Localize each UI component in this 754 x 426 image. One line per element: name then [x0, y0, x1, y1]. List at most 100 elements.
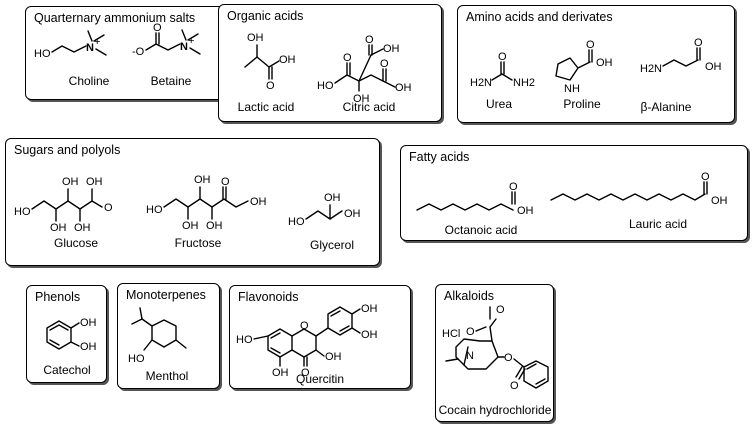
svg-text:O: O	[701, 171, 710, 183]
svg-text:HO: HO	[146, 204, 163, 216]
svg-text:O: O	[586, 39, 595, 51]
panel-title: Alkaloids	[444, 289, 495, 303]
svg-text:OH: OH	[361, 329, 378, 341]
svg-text:OH: OH	[74, 222, 91, 234]
svg-text:HO: HO	[288, 216, 305, 228]
svg-text:O: O	[266, 80, 275, 92]
svg-text:HO: HO	[14, 206, 31, 218]
svg-text:OH: OH	[62, 176, 79, 188]
structure-cocaine-hydrochloride: HCl O O N O O	[442, 304, 549, 392]
compound-name-betaine: Betaine	[150, 74, 192, 88]
svg-text:O: O	[380, 58, 389, 70]
svg-text:OH: OH	[50, 222, 67, 234]
svg-text:O: O	[466, 326, 475, 338]
svg-text:O: O	[301, 367, 310, 379]
structure-menthol: HO	[128, 307, 187, 365]
svg-text:O: O	[510, 380, 519, 392]
compound-name-choline: Choline	[68, 74, 110, 88]
svg-text:HO: HO	[128, 353, 145, 365]
compound-name-quercitin: Quercitin	[295, 372, 345, 386]
panel-monoterpenes: Monoterpenes Menthol HO	[117, 283, 220, 389]
structure-sugars: HO O OH OH OH OH HO OH OH OH OH O HO OH …	[14, 174, 361, 234]
compound-name-beta-alanine: β-Alanine	[640, 100, 692, 114]
compound-name-lauric-acid: Lauric acid	[628, 217, 688, 231]
svg-text:OH: OH	[324, 192, 341, 204]
svg-text:OH: OH	[247, 32, 264, 44]
compound-name-citric-acid: Citric acid	[342, 100, 396, 114]
svg-text:OH: OH	[596, 57, 613, 69]
panel-title: Flavonoids	[238, 290, 299, 304]
svg-text:OH: OH	[86, 176, 103, 188]
panel-organic-acids: Organic acids Lactic acid Citric acid OH…	[218, 4, 442, 122]
svg-text:N: N	[180, 41, 188, 53]
compound-name-proline: Proline	[563, 97, 601, 111]
compound-name-catechol: Catechol	[43, 363, 91, 377]
svg-text:O: O	[221, 176, 230, 188]
svg-text:NH2: NH2	[513, 77, 535, 89]
panel-flavonoids: Flavonoids Quercitin O O OH OH OH HO OH	[229, 285, 411, 389]
svg-text:HO: HO	[236, 334, 253, 346]
svg-text:O: O	[300, 320, 309, 332]
svg-text:N: N	[466, 350, 474, 362]
svg-text:O: O	[153, 22, 162, 34]
svg-text:O: O	[498, 51, 507, 63]
svg-text:+: +	[188, 35, 194, 47]
panel-title: Sugars and polyols	[14, 143, 121, 157]
svg-text:H2N: H2N	[640, 63, 662, 75]
svg-text:OH: OH	[705, 61, 722, 73]
structure-amino-acids: H2N O NH2 NH O OH H2N O OH	[470, 37, 722, 95]
compound-name-menthol: Menthol	[145, 369, 189, 383]
svg-text:OH: OH	[194, 174, 211, 186]
panel-amino-acids: Amino acids and derivates Urea Proline β…	[457, 5, 735, 123]
panel-title: Monoterpenes	[126, 288, 206, 302]
svg-text:OH: OH	[250, 196, 267, 208]
panel-title: Organic acids	[227, 9, 304, 23]
svg-text:-O: -O	[132, 46, 145, 58]
structure-choline-betaine: HO N + -O O N +	[34, 22, 201, 60]
compound-name-urea: Urea	[485, 97, 513, 111]
svg-text:O: O	[504, 352, 513, 364]
svg-text:+: +	[94, 36, 100, 48]
structure-lactic-citric-acid: OH O OH HO O O OH OH O OH	[244, 32, 412, 105]
svg-text:N: N	[86, 42, 94, 54]
panel-phenols: Phenols Catechol OH OH	[26, 285, 107, 383]
compound-name-octanoic-acid: Octanoic acid	[444, 223, 518, 237]
structure-catechol: OH OH	[46, 317, 97, 353]
svg-text:OH: OH	[325, 351, 342, 363]
panel-quaternary-ammonium-salts: Quarternary ammonium salts Choline Betai…	[25, 6, 226, 100]
panel-title: Phenols	[35, 290, 81, 304]
compound-name-glycerol: Glycerol	[309, 238, 355, 252]
compound-name-lactic-acid: Lactic acid	[237, 100, 295, 114]
svg-text:HO: HO	[34, 48, 51, 60]
svg-text:OH: OH	[182, 220, 199, 232]
panel-sugars-polyols: Sugars and polyols Glucose Fructose Glyc…	[5, 138, 380, 266]
panel-title: Quarternary ammonium salts	[34, 11, 196, 25]
svg-text:O: O	[343, 52, 352, 64]
svg-text:H2N: H2N	[470, 77, 492, 89]
svg-text:OH: OH	[272, 367, 289, 379]
svg-text:O: O	[694, 37, 703, 49]
compound-name-glucose: Glucose	[53, 236, 99, 250]
svg-text:O: O	[104, 202, 113, 214]
svg-text:OH: OH	[344, 208, 361, 220]
svg-text:OH: OH	[383, 43, 400, 55]
compound-name-fructose: Fructose	[174, 236, 222, 250]
panel-alkaloids: Alkaloids Cocain hydrochloride HCl O O N…	[435, 284, 554, 422]
svg-text:OH: OH	[279, 54, 296, 66]
svg-text:HCl: HCl	[442, 328, 460, 340]
svg-text:OH: OH	[206, 220, 223, 232]
structure-fatty-acids: O OH O OH	[416, 171, 728, 217]
structure-quercitin: O O OH OH OH HO OH	[236, 303, 378, 379]
svg-text:HO: HO	[317, 80, 334, 92]
svg-text:OH: OH	[517, 205, 534, 217]
svg-text:NH: NH	[564, 83, 580, 95]
panel-title: Fatty acids	[409, 150, 470, 164]
svg-text:OH: OH	[80, 317, 97, 329]
panel-title: Amino acids and derivates	[466, 10, 613, 24]
svg-text:OH: OH	[353, 93, 370, 105]
svg-text:O: O	[496, 304, 505, 316]
compound-name-cocaine-hydrochloride: Cocain hydrochloride	[438, 403, 552, 417]
svg-text:OH: OH	[711, 195, 728, 207]
svg-text:OH: OH	[80, 341, 97, 353]
panel-fatty-acids: Fatty acids Octanoic acid Lauric acid O …	[400, 145, 748, 241]
